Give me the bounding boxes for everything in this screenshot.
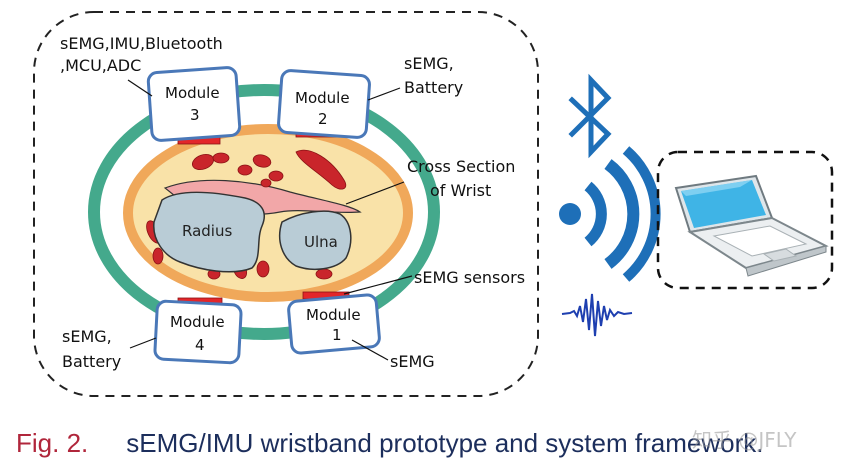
watermark: 知乎 @JFLY — [692, 428, 797, 452]
cross-section-label-2: of Wrist — [430, 181, 491, 200]
module-1-title: Module — [306, 306, 361, 324]
module-2-number: 2 — [318, 110, 328, 128]
module2-components-label-2: Battery — [404, 78, 463, 97]
module4-components-label: sEMG, — [62, 327, 112, 346]
laptop-frame — [656, 150, 834, 290]
bluetooth-icon — [568, 73, 612, 159]
module-1-number: 1 — [332, 326, 342, 344]
module2-components-label: sEMG, — [404, 54, 454, 73]
ulna-bone — [278, 210, 352, 271]
module3-components-label: sEMG,IMU,Bluetooth — [60, 34, 223, 53]
module-3-title: Module — [165, 84, 220, 102]
module-3: Module 3 — [146, 66, 242, 142]
module-2: Module 2 — [277, 69, 371, 139]
wristband-strap — [88, 84, 440, 340]
module4-components-label-2: Battery — [62, 352, 121, 371]
module-4-number: 4 — [195, 336, 205, 354]
emg-waveform-icon — [561, 293, 633, 337]
module-4-title: Module — [170, 313, 225, 331]
wireless-signal-icon — [559, 146, 661, 282]
figure-caption-text: sEMG/IMU wristband prototype and system … — [126, 428, 764, 458]
ulna-label: Ulna — [304, 233, 338, 251]
radius-label: Radius — [182, 222, 232, 240]
module1-components-label: sEMG — [390, 352, 435, 371]
laptop-icon — [674, 174, 829, 277]
cross-section-label: Cross Section — [407, 157, 515, 176]
leader-lines — [127, 79, 413, 361]
module3-components-label-2: ,MCU,ADC — [60, 56, 141, 75]
module-3-number: 3 — [190, 106, 200, 124]
figure-number: Fig. 2. — [16, 428, 89, 458]
figure-caption: Fig. 2. sEMG/IMU wristband prototype and … — [16, 428, 836, 464]
module-4: Module 4 — [153, 299, 243, 365]
module-2-title: Module — [295, 89, 350, 107]
module-1: Module 1 — [287, 293, 381, 355]
radius-bone — [153, 191, 266, 273]
wristband-frame — [33, 11, 539, 397]
sensors-label: sEMG sensors — [414, 268, 525, 287]
